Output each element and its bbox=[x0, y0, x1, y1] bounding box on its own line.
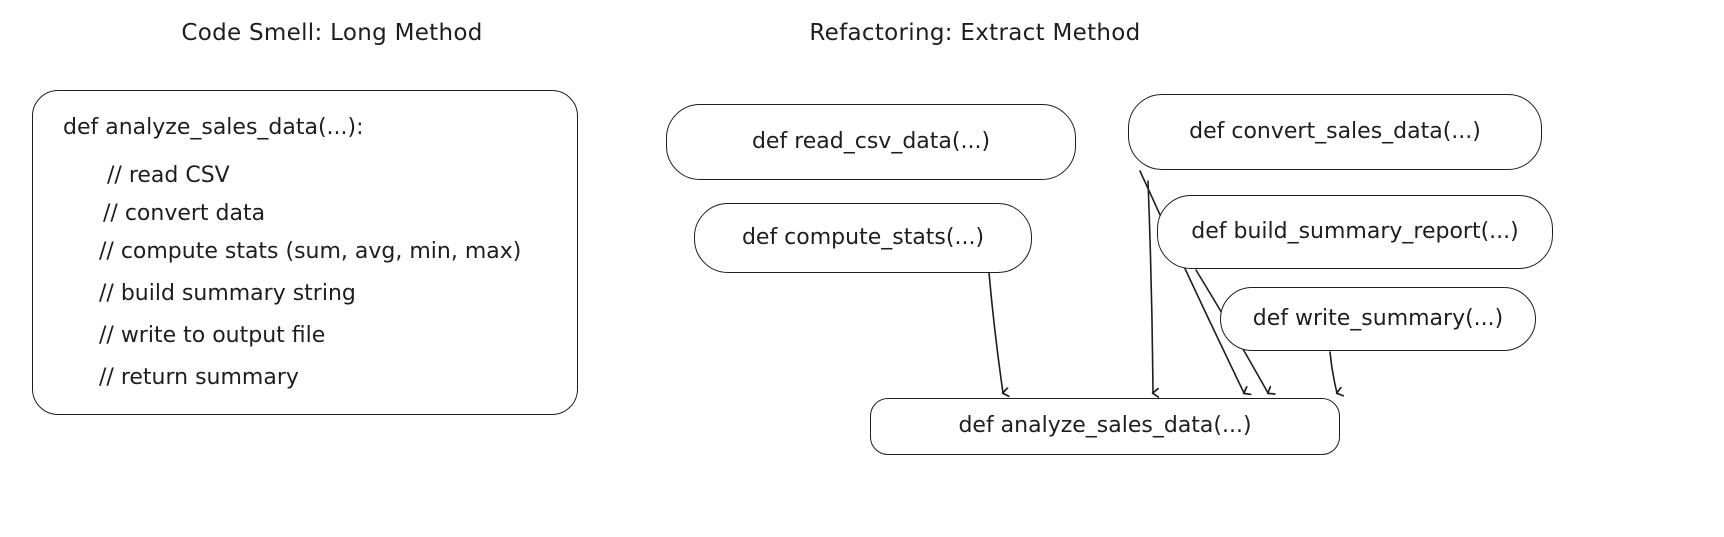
comment-return-summary: // return summary bbox=[99, 365, 299, 390]
comment-compute-stats: // compute stats (sum, avg, min, max) bbox=[99, 239, 522, 264]
comment-convert-data: // convert data bbox=[103, 201, 266, 226]
edge-write_summary-to-analyze_target bbox=[1329, 351, 1337, 393]
node-build-summary-report[interactable]: def build_summary_report(...) bbox=[1157, 195, 1553, 269]
edge-compute_stats-to-analyze_target bbox=[988, 272, 1003, 393]
node-analyze-sales-data[interactable]: def analyze_sales_data(...) bbox=[870, 398, 1340, 455]
comment-build-summary: // build summary string bbox=[99, 281, 356, 306]
comment-write-output: // write to output file bbox=[99, 323, 326, 348]
edge-read_csv-to-analyze_target bbox=[1147, 180, 1153, 393]
node-convert-sales-data[interactable]: def convert_sales_data(...) bbox=[1128, 94, 1542, 170]
node-label: def read_csv_data(...) bbox=[751, 128, 991, 154]
node-label: def write_summary(...) bbox=[1252, 305, 1504, 331]
long-method-box[interactable]: def analyze_sales_data(...): // read CSV… bbox=[32, 90, 578, 415]
right-panel-title: Refactoring: Extract Method bbox=[809, 20, 1141, 46]
node-compute-stats[interactable]: def compute_stats(...) bbox=[694, 203, 1032, 273]
node-label: def build_summary_report(...) bbox=[1191, 218, 1519, 244]
long-method-signature: def analyze_sales_data(...): bbox=[63, 115, 364, 140]
node-write-summary[interactable]: def write_summary(...) bbox=[1220, 287, 1536, 351]
comment-read-csv: // read CSV bbox=[107, 163, 230, 188]
node-label: def compute_stats(...) bbox=[741, 224, 985, 250]
node-label: def convert_sales_data(...) bbox=[1189, 118, 1481, 144]
node-label: def analyze_sales_data(...) bbox=[958, 413, 1252, 439]
left-panel-title: Code Smell: Long Method bbox=[181, 20, 483, 46]
node-read-csv-data[interactable]: def read_csv_data(...) bbox=[666, 104, 1076, 180]
